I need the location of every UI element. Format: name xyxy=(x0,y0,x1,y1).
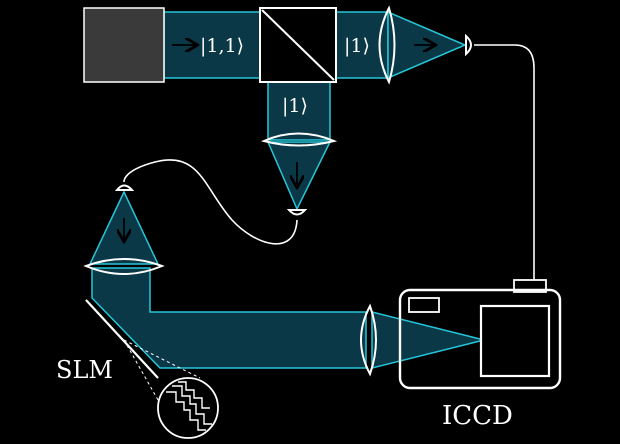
camera-focus-cone xyxy=(371,311,485,369)
lens-left xyxy=(83,258,165,275)
spatial-light-modulator xyxy=(85,299,159,379)
optical-fiber-camera xyxy=(474,44,535,280)
beam-splitter xyxy=(259,7,337,83)
focus-cone-down xyxy=(266,141,332,211)
fiber-coupler-left xyxy=(114,184,135,191)
slm-pixel-magnifier xyxy=(157,377,219,439)
iccd-label: ICCD xyxy=(442,401,513,431)
beam-slm-to-camera xyxy=(91,267,367,369)
state-label-right: |1⟩ xyxy=(344,35,370,57)
lens-right xyxy=(378,5,396,85)
beam-down xyxy=(267,81,331,141)
optical-fiber-loop xyxy=(123,159,298,245)
slm-label: SLM xyxy=(56,356,113,384)
fiber-coupler-down xyxy=(286,209,308,216)
lens-down xyxy=(260,132,338,147)
state-label-down: |1⟩ xyxy=(282,95,308,117)
fiber-coupler-right xyxy=(465,33,472,57)
magnifier-guide-top xyxy=(123,339,201,379)
photon-source-box xyxy=(83,7,165,83)
lens-camera xyxy=(360,303,377,377)
state-label-pair: |1,1⟩ xyxy=(200,35,244,57)
iccd-camera xyxy=(398,279,562,390)
